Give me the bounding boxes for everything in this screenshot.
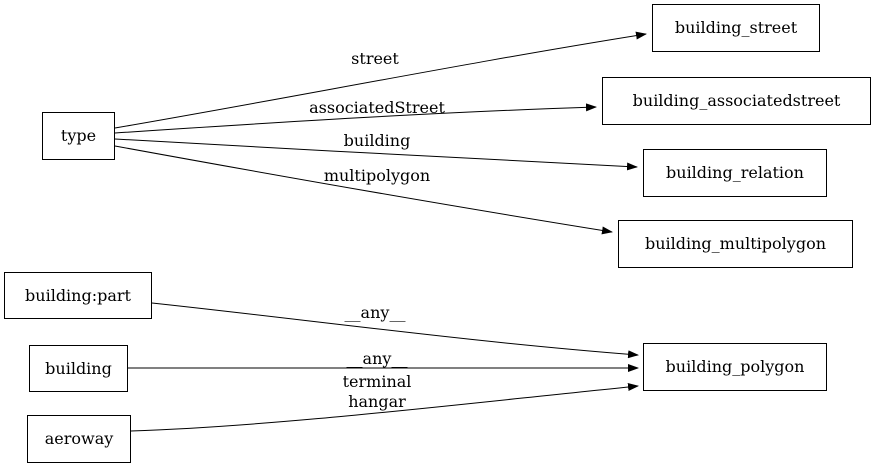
edge-label-building: building bbox=[343, 131, 411, 150]
edge-type-building_relation bbox=[114, 138, 638, 171]
edge-label-street: street bbox=[351, 49, 399, 68]
edge-label-any-building: __any__ bbox=[346, 349, 408, 368]
edge-type-building_associatedstreet bbox=[114, 103, 597, 134]
edge-buildingpart-building_polygon bbox=[151, 302, 639, 359]
node-building: building bbox=[29, 345, 128, 392]
node-aeroway: aeroway bbox=[27, 415, 131, 463]
edge-type-building_multipolygon bbox=[114, 145, 613, 235]
node-building-part: building:part bbox=[4, 272, 152, 319]
node-building-multipolygon: building_multipolygon bbox=[618, 220, 853, 268]
edge-label-any-buildingpart: __any__ bbox=[344, 303, 406, 322]
node-building-polygon: building_polygon bbox=[643, 343, 827, 391]
edge-aeroway-building_polygon bbox=[130, 383, 639, 432]
node-building-relation: building_relation bbox=[643, 149, 827, 197]
edge-label-associatedstreet: associatedStreet bbox=[309, 98, 445, 117]
node-type: type bbox=[42, 112, 115, 160]
edge-type-building_street bbox=[114, 31, 647, 129]
node-building-associatedstreet: building_associatedstreet bbox=[602, 77, 871, 125]
edge-label-terminal-hangar: terminal hangar bbox=[342, 372, 412, 411]
edge-label-multipolygon: multipolygon bbox=[323, 166, 431, 185]
node-building-street: building_street bbox=[652, 4, 820, 52]
